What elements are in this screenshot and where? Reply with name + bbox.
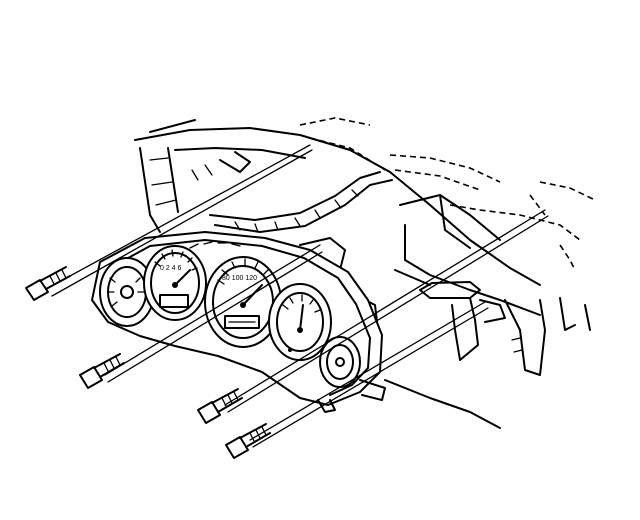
svg-text:80 100 120: 80 100 120 — [222, 275, 257, 282]
instrument-cluster: 0 2 4 6 80 100 120 — [91, 231, 386, 413]
screw-1 — [25, 144, 313, 301]
fasteners — [25, 144, 549, 459]
speedometer: 0 2 4 6 — [143, 245, 207, 321]
windshield-phantom — [299, 117, 596, 271]
screw-3 — [197, 209, 549, 424]
dash-carrier — [134, 119, 591, 429]
svg-text:0 2 4 6: 0 2 4 6 — [160, 265, 182, 272]
screw-4 — [225, 301, 489, 459]
screw-2 — [79, 244, 323, 389]
right-gauge — [268, 283, 332, 361]
